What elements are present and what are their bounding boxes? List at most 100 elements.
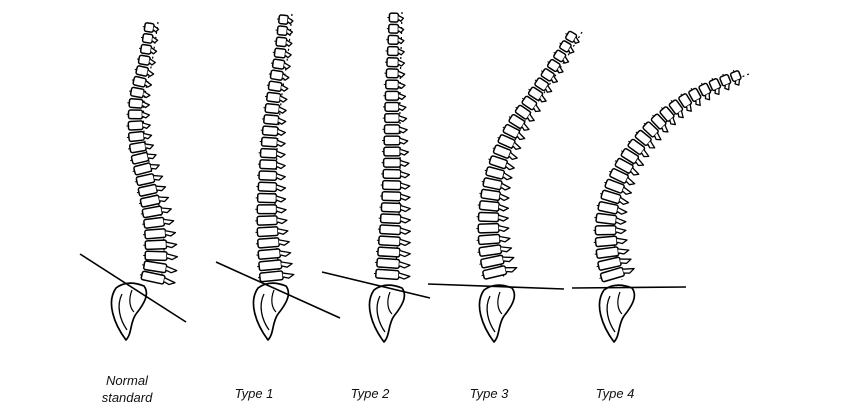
vertebral-body <box>380 225 401 235</box>
vertebra-lip <box>600 194 602 195</box>
spinous-process <box>276 185 285 191</box>
sacrum-coccyx <box>369 285 404 342</box>
vertebra <box>477 200 508 212</box>
vertebral-body <box>130 87 144 98</box>
vertebra <box>383 114 407 123</box>
vertebral-body <box>257 205 276 214</box>
vertebra <box>260 126 285 137</box>
spinous-process <box>400 228 410 234</box>
spinous-process <box>400 239 411 245</box>
vertebral-body <box>479 201 499 212</box>
vertebral-body <box>384 136 400 145</box>
spinous-process <box>280 96 288 102</box>
vertebra <box>126 120 150 130</box>
vertebral-body <box>376 269 400 279</box>
vertebral-body <box>274 48 286 58</box>
vertebra-lip <box>644 123 645 124</box>
spinous-process <box>277 163 286 169</box>
vertebra-lip <box>493 148 495 149</box>
spinous-process <box>620 257 632 265</box>
vertebra <box>256 237 290 248</box>
vertebral-body <box>481 189 501 200</box>
spinous-process <box>400 138 408 144</box>
spinous-process <box>162 206 172 213</box>
vertebra <box>143 240 177 250</box>
sacrum-outline <box>369 285 404 342</box>
vertebral-body <box>261 137 277 147</box>
vertebra <box>127 131 152 142</box>
vertebra-lip <box>671 100 672 102</box>
spinous-process <box>279 107 287 113</box>
vertebral-body <box>128 110 142 119</box>
vertebra <box>262 114 286 125</box>
spinous-process <box>167 254 178 260</box>
vertebral-body <box>260 149 277 158</box>
spinous-process <box>401 206 411 212</box>
spine-type4 <box>572 68 749 342</box>
spinous-process <box>622 187 632 195</box>
spinous-process <box>618 248 629 255</box>
vertebral-body <box>258 193 277 202</box>
vertebral-body <box>378 247 400 257</box>
caption-type-1-label: Type 1 <box>199 385 309 402</box>
spinous-process <box>398 49 404 55</box>
spinal-canal-line <box>614 74 749 280</box>
spinous-process <box>278 228 288 234</box>
spinous-process <box>499 205 509 212</box>
vertebra <box>476 212 508 222</box>
vertebra <box>593 235 627 247</box>
sacrum-coccyx <box>111 283 146 340</box>
vertebra-lip <box>488 159 490 160</box>
vertebral-body <box>272 59 285 69</box>
spine-type1 <box>216 14 340 340</box>
sacrum-coccyx <box>599 285 634 342</box>
spinous-process <box>166 266 177 273</box>
spinous-process <box>399 116 406 122</box>
vertebral-body <box>385 102 399 111</box>
spinous-process <box>623 266 635 275</box>
spinous-process <box>399 94 406 100</box>
vertebra <box>259 137 285 147</box>
vertebra <box>255 205 286 214</box>
vertebra <box>258 148 285 158</box>
caption-normal-line1: Normal <box>72 372 182 389</box>
vertebral-body <box>595 236 617 247</box>
spinous-process <box>399 273 410 279</box>
spinous-process <box>286 40 292 46</box>
vertebra <box>477 243 512 256</box>
spinous-process <box>398 60 404 66</box>
vertebral-body <box>384 147 400 156</box>
vertebra <box>383 102 406 111</box>
vertebra <box>127 141 154 154</box>
caption-type-1: Type 1 <box>199 385 309 402</box>
spinous-process <box>399 262 410 268</box>
spinous-process <box>152 37 158 43</box>
vertebra <box>382 158 409 167</box>
vertebral-body <box>142 33 153 43</box>
vertebra <box>268 70 289 82</box>
spine-type2 <box>322 12 430 342</box>
spinous-process <box>398 83 405 89</box>
vertebra <box>140 33 158 44</box>
spinous-process <box>143 123 151 129</box>
caption-type-4: Type 4 <box>560 385 670 402</box>
vertebral-body <box>382 192 401 201</box>
vertebral-body <box>259 171 277 180</box>
vertebral-body <box>381 203 401 212</box>
vertebral-body <box>386 80 399 89</box>
vertebral-body <box>267 92 281 102</box>
vertebra <box>274 37 293 47</box>
vertebra <box>142 22 159 33</box>
spinous-process <box>142 102 149 108</box>
vertebra-lip <box>661 107 662 109</box>
vertebra <box>255 215 287 225</box>
vertebra <box>476 234 510 245</box>
vertebral-body <box>277 26 287 36</box>
vertebral-body <box>128 121 143 130</box>
vertebral-body <box>257 227 278 237</box>
spinous-process <box>165 230 175 236</box>
vertebral-body <box>142 206 163 218</box>
spinous-process <box>503 255 515 263</box>
spinous-process <box>400 149 408 155</box>
vertebral-body <box>385 91 398 100</box>
